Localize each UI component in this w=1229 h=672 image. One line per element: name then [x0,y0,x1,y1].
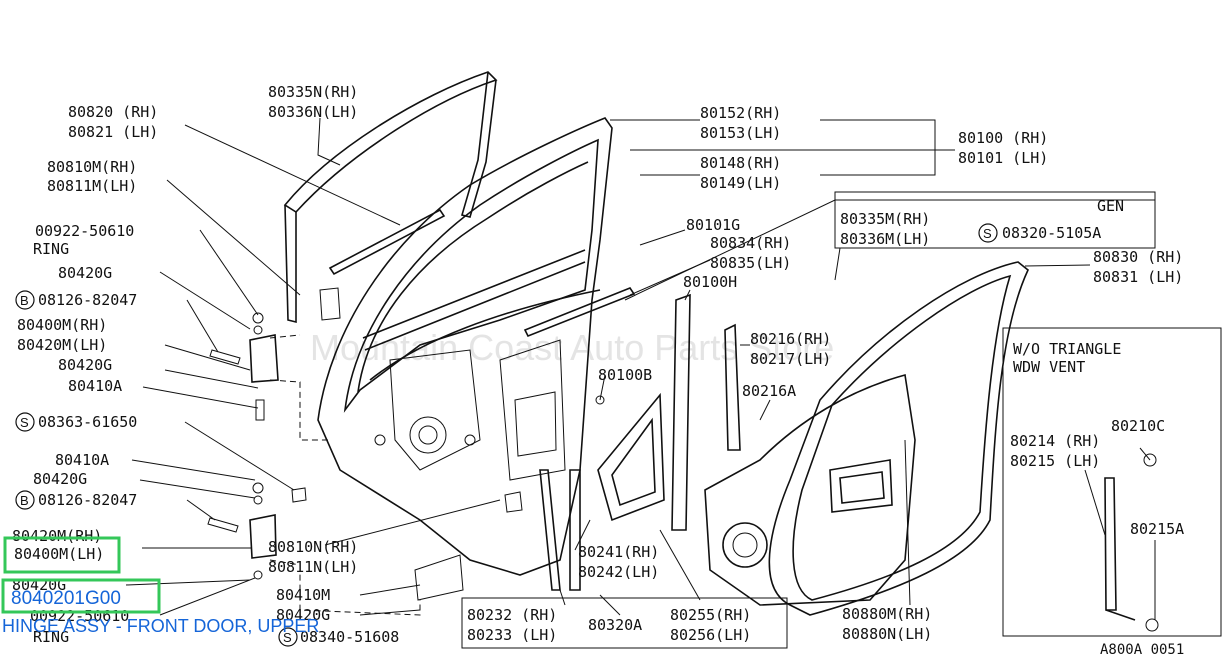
label-80410a-1: 80410A [68,377,122,395]
label-80410m: 80410M [276,586,330,604]
label-80420m-rh: 80420M(RH) [12,527,102,545]
label-80821: 80821 (LH) [68,123,158,141]
label-80255: 80255(RH) [670,606,751,624]
door-moulding-drawing [328,208,636,338]
label-80811n: 80811N(LH) [268,558,358,576]
label-80811m: 80811M(LH) [47,177,137,195]
label-80835: 80835(LH) [710,254,791,272]
label-80831: 80831 (LH) [1093,268,1183,286]
door-panel-drawing [317,117,613,576]
b-marker-2: B [15,490,35,510]
label-80241: 80241(RH) [578,543,659,561]
label-80810n: 80810N(RH) [268,538,358,556]
label-80149: 80149(LH) [700,174,781,192]
label-ring-upper: RING [33,240,69,258]
svg-text:S: S [983,226,992,241]
hinge-parts-drawing [207,287,523,601]
highlighted-part-number[interactable]: 8040201G00 [11,588,121,609]
figure-code: A800A 0051 [1100,642,1184,658]
label-80336n: 80336N(LH) [268,103,358,121]
label-80256: 80256(LH) [670,626,751,644]
label-80400m-lh: 80400M(LH) [14,545,104,563]
s-marker-3: S [978,223,998,243]
label-80420m-lh: 80420M(LH) [17,336,107,354]
label-80880n: 80880N(LH) [842,625,932,643]
label-80148: 80148(RH) [700,154,781,172]
inset-box [1002,327,1222,637]
inset-sash-drawing [1104,453,1159,632]
sash-channel-drawing [539,293,741,591]
gen-label: GEN [1097,197,1124,215]
label-08320: 08320-5105A [1002,224,1101,242]
label-80880m: 80880M(RH) [842,605,932,623]
label-08126-2: 08126-82047 [38,491,137,509]
label-80834: 80834(RH) [710,234,791,252]
label-80216a: 80216A [742,382,796,400]
label-80820: 80820 (RH) [68,103,158,121]
b-marker-1: B [15,290,35,310]
s-marker-1: S [15,412,35,432]
label-80242: 80242(LH) [578,563,659,581]
label-80101g: 80101G [686,216,740,234]
leader-lines [125,117,1156,620]
s-marker-2: S [278,627,298,647]
label-80810m: 80810M(RH) [47,158,137,176]
label-80217: 80217(LH) [750,350,831,368]
label-80400m-rh: 80400M(RH) [17,316,107,334]
svg-text:S: S [283,630,292,645]
svg-text:B: B [20,293,29,308]
label-08340: 08340-51608 [300,628,399,646]
label-08126-1: 08126-82047 [38,291,137,309]
highlight-box-80400m-lh [3,536,121,574]
part-labels: 80335N(RH) 80336N(LH) 80820 (RH) 80821 (… [12,83,1184,658]
svg-text:S: S [20,415,29,430]
label-80210c: 80210C [1111,417,1165,435]
label-80100: 80100 (RH) [958,129,1048,147]
body-weatherstrip-drawing [768,261,1029,616]
highlight-box-part-number[interactable] [1,578,161,614]
label-80215: 80215 (LH) [1010,452,1100,470]
label-00922-upper: 00922-50610 [35,222,134,240]
label-80216: 80216(RH) [750,330,831,348]
door-trim-drawing [704,373,916,606]
label-08363: 08363-61650 [38,413,137,431]
label-80420g-3: 80420G [33,470,87,488]
label-80335m: 80335M(RH) [840,210,930,228]
label-80215a: 80215A [1130,520,1184,538]
label-80830: 80830 (RH) [1093,248,1183,266]
label-80100b: 80100B [598,366,652,384]
label-80152: 80152(RH) [700,104,781,122]
label-80153: 80153(LH) [700,124,781,142]
label-80233: 80233 (LH) [467,626,557,644]
inset-title-line1: W/O TRIANGLE [1013,340,1121,358]
label-80101: 80101 (LH) [958,149,1048,167]
highlighted-part-description: HINGE ASSY - FRONT DOOR, UPPER [2,616,319,636]
triangle-vent-drawing [597,392,665,522]
label-80335n: 80335N(RH) [268,83,358,101]
part-group-box-80232-80256 [461,597,788,649]
label-80100h: 80100H [683,273,737,291]
label-80420g-5: 80420G [276,606,330,624]
svg-text:B: B [20,493,29,508]
gen-box [834,191,1156,249]
label-80420g-1: 80420G [58,264,112,282]
label-80232: 80232 (RH) [467,606,557,624]
label-80410a-2: 80410A [55,451,109,469]
label-80336m: 80336M(LH) [840,230,930,248]
label-80320a: 80320A [588,616,642,634]
label-80420g-2: 80420G [58,356,112,374]
label-80214: 80214 (RH) [1010,432,1100,450]
inset-title-line2: WDW VENT [1013,358,1085,376]
label-ring-lower: RING [33,628,69,646]
